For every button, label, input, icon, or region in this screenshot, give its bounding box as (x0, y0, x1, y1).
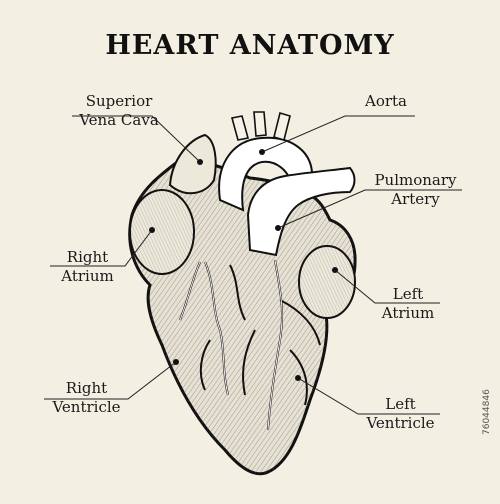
label-superior-vena-cava-line2: Vena Cava (79, 111, 159, 129)
label-right-ventricle-line1: Right (65, 379, 108, 397)
label-right-ventricle: Right Ventricle (44, 379, 129, 417)
label-pulmonary-artery-line2: Artery (391, 190, 440, 208)
label-right-ventricle-line2: Ventricle (52, 398, 121, 416)
label-left-atrium-line2: Atrium (381, 304, 435, 322)
label-pulmonary-artery-line1: Pulmonary (374, 171, 457, 189)
stock-id: 76044846 (482, 389, 492, 435)
leader-lines (44, 115, 462, 415)
superior-vena-cava-shape (168, 133, 217, 195)
label-right-atrium-line1: Right (66, 248, 109, 266)
label-aorta-line1: Aorta (365, 92, 408, 110)
label-aorta: Aorta (365, 92, 445, 111)
pulmonary-artery-shape (246, 166, 356, 257)
label-left-ventricle-line2: Ventricle (366, 414, 435, 432)
diagram-title: HEART ANATOMY (105, 30, 395, 61)
label-superior-vena-cava: Superior Vena Cava (64, 92, 174, 130)
label-left-atrium: Left Atrium (376, 285, 440, 323)
label-dots (149, 149, 338, 381)
label-pulmonary-artery: Pulmonary Artery (368, 171, 463, 209)
label-left-ventricle-line1: Left (385, 395, 416, 413)
label-right-atrium-line2: Atrium (61, 267, 114, 285)
label-left-atrium-line1: Left (392, 285, 424, 303)
label-left-ventricle: Left Ventricle (358, 395, 443, 433)
label-superior-vena-cava-line1: Superior (85, 92, 153, 110)
label-right-atrium: Right Atrium (50, 248, 125, 286)
